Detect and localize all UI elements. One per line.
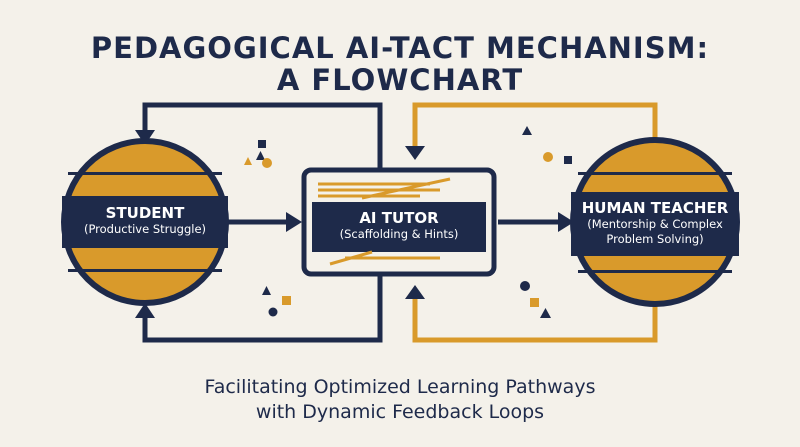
tutor-band (312, 202, 486, 252)
decor-square (282, 296, 291, 305)
student-feedback-loop-top (142, 102, 383, 168)
diagram-caption-line-1: Facilitating Optimized Learning Pathways (204, 376, 596, 398)
teacher-feedback-loop-top (412, 102, 658, 148)
student-node-label: STUDENT (Productive Struggle) (62, 204, 228, 237)
arrowhead-tutor-to-teacher (558, 212, 574, 232)
student-feedback-loop-bottom (142, 275, 383, 343)
diagram-title-line-1: PEDAGOGICAL AI-TACT MECHANISM: (90, 31, 710, 65)
arrowhead-tutor-top (405, 146, 425, 160)
decor-circle (268, 307, 278, 317)
arrowhead-tutor-bottom (405, 285, 425, 299)
arrowhead-student-to-tutor (286, 212, 302, 232)
teacher-band (571, 192, 739, 256)
decor-circle (543, 152, 553, 162)
student-node-name: STUDENT (105, 204, 185, 222)
teacher-feedback-loop-bottom (412, 297, 658, 343)
teacher-node-label: HUMAN TEACHER (Mentorship & Complex Prob… (571, 199, 739, 247)
tutor-node-name: AI TUTOR (359, 209, 439, 227)
tutor-node-label: AI TUTOR (Scaffolding & Hints) (312, 209, 486, 242)
teacher-node-subtitle-line-1: (Mentorship & Complex (587, 217, 723, 231)
diagram-title-line-2: A FLOWCHART (276, 63, 524, 97)
arrowhead-student-bottom (135, 303, 155, 318)
decor-circle (262, 158, 272, 168)
tutor-node-subtitle: (Scaffolding & Hints) (339, 227, 459, 241)
decor-square (564, 156, 572, 164)
diagram-caption-line-2: with Dynamic Feedback Loops (255, 401, 545, 423)
student-band (62, 196, 228, 248)
student-node-subtitle: (Productive Struggle) (83, 222, 207, 236)
teacher-node-name: HUMAN TEACHER (581, 199, 729, 217)
decor-triangle (540, 308, 551, 318)
teacher-node-subtitle-line-2: Problem Solving) (606, 232, 704, 246)
decor-triangle (262, 286, 271, 295)
decor-square (530, 298, 539, 307)
decor-square (258, 140, 266, 148)
decor-triangle (522, 126, 532, 135)
decor-triangle (244, 157, 252, 165)
decor-circle (520, 281, 530, 291)
arrowhead-student-top (135, 130, 155, 145)
decor-triangle (256, 151, 265, 160)
